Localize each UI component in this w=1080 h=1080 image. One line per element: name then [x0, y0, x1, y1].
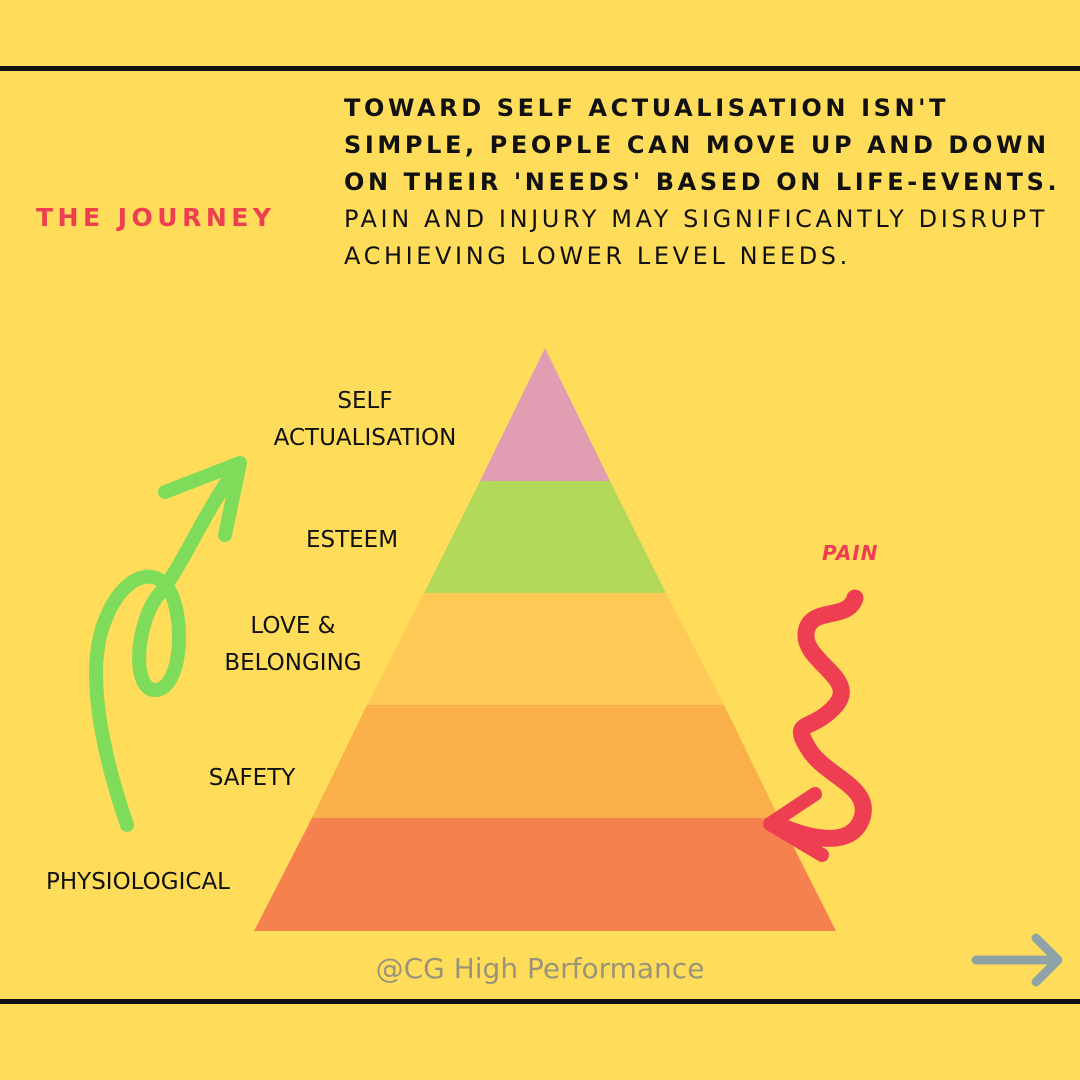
intro-regular-text: PAIN AND INJURY MAY SIGNIFICANTLY DISRUP… — [344, 205, 1049, 270]
level-label-line: BELONGING — [224, 650, 362, 676]
page-title: THE JOURNEY — [36, 203, 276, 232]
level-label-safety: SAFETY — [170, 760, 334, 797]
level-label-line: ACTUALISATION — [273, 425, 457, 451]
level-label-physiological: PHYSIOLOGICAL — [10, 864, 266, 901]
credit-text: @CG High Performance — [375, 952, 705, 985]
pyramid-tier-love-belonging — [367, 593, 724, 705]
level-label-self-actualisation: SELF ACTUALISATION — [232, 383, 498, 457]
level-label-love-belonging: LOVE & BELONGING — [192, 608, 394, 682]
bottom-divider — [0, 999, 1080, 1004]
pyramid-tier-physiological — [254, 818, 836, 931]
level-label-line: LOVE & — [250, 613, 336, 639]
pain-arrow-icon — [763, 589, 872, 862]
intro-bold-text: TOWARD SELF ACTUALISATION ISN'T SIMPLE, … — [344, 94, 1061, 196]
pyramid-tier-self-actualisation — [480, 348, 610, 481]
pain-label: PAIN — [822, 541, 879, 565]
level-label-line: SELF — [337, 388, 393, 414]
upward-journey-arrow-icon — [89, 456, 247, 832]
level-label-line: ESTEEM — [305, 527, 399, 553]
intro-text: TOWARD SELF ACTUALISATION ISN'T SIMPLE, … — [344, 90, 1074, 275]
level-label-line: SAFETY — [208, 765, 296, 791]
top-divider — [0, 66, 1080, 71]
right-arrow-icon[interactable] — [970, 930, 1066, 990]
level-label-esteem: ESTEEM — [254, 522, 450, 559]
level-label-line: PHYSIOLOGICAL — [45, 869, 230, 895]
pyramid-tier-safety — [312, 705, 779, 818]
pyramid-tier-esteem — [424, 481, 666, 593]
